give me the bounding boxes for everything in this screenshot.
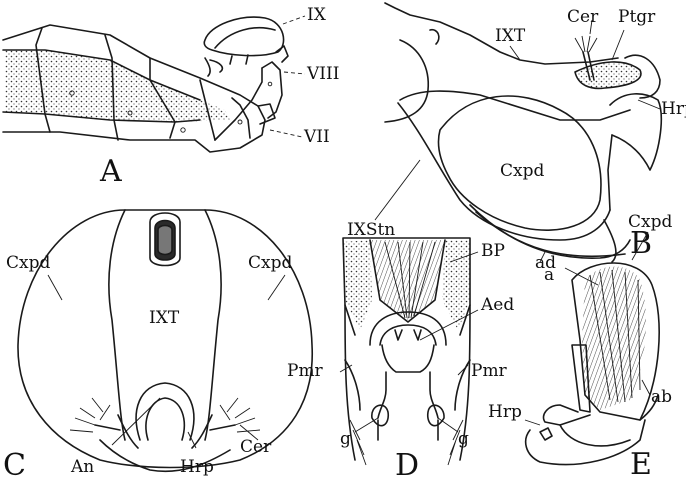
- label-hrp: Hrp: [661, 99, 686, 119]
- label-bp: BP: [481, 241, 505, 261]
- panel-a-abdomen-drawing: [3, 17, 288, 152]
- panel-letter-d: D: [395, 448, 419, 479]
- label-cxpd-left: Cxpd: [6, 253, 50, 273]
- label-pmr-right: Pmr: [471, 361, 508, 381]
- label-an: An: [70, 457, 94, 477]
- panel-letter-a: A: [99, 154, 122, 189]
- label-g-left: g: [340, 429, 351, 449]
- panel-a-leaders: [270, 16, 305, 137]
- label-hrp: Hrp: [488, 402, 522, 422]
- panel-c-leaders: [48, 275, 285, 448]
- panel-c: Cxpd Cxpd IXT Cer An Hrp C: [3, 210, 312, 479]
- panel-letter-c: C: [3, 448, 26, 479]
- label-aed: Aed: [480, 295, 514, 315]
- panel-letter-e: E: [630, 447, 652, 479]
- panel-e-genitalia-drawing: [526, 263, 660, 465]
- label-ad: ad: [535, 253, 556, 273]
- panel-d: BP Aed Pmr Pmr g g D: [287, 238, 514, 479]
- label-g-right: g: [458, 429, 469, 449]
- label-ptgr: Ptgr: [618, 7, 656, 27]
- panel-a: IX VIII VII A: [3, 5, 339, 189]
- label-cxpd: Cxpd: [500, 161, 544, 181]
- label-ixt: IXT: [495, 26, 526, 46]
- label-cer: Cer: [240, 437, 272, 457]
- label-ix: IX: [307, 5, 327, 25]
- label-cxpd: Cxpd: [628, 212, 672, 232]
- label-pmr-left: Pmr: [287, 361, 324, 381]
- panel-c-genitalia-drawing: [18, 210, 312, 471]
- label-ab: ab: [651, 387, 672, 407]
- label-vii: VII: [303, 127, 330, 147]
- panel-d-genitalia-drawing: [343, 238, 470, 465]
- label-hrp: Hrp: [180, 457, 214, 477]
- label-cxpd-right: Cxpd: [248, 253, 292, 273]
- label-ixt: IXT: [149, 308, 180, 328]
- label-viii: VIII: [306, 64, 339, 84]
- label-ixstn: IXStn: [347, 220, 395, 240]
- label-cer: Cer: [567, 7, 599, 27]
